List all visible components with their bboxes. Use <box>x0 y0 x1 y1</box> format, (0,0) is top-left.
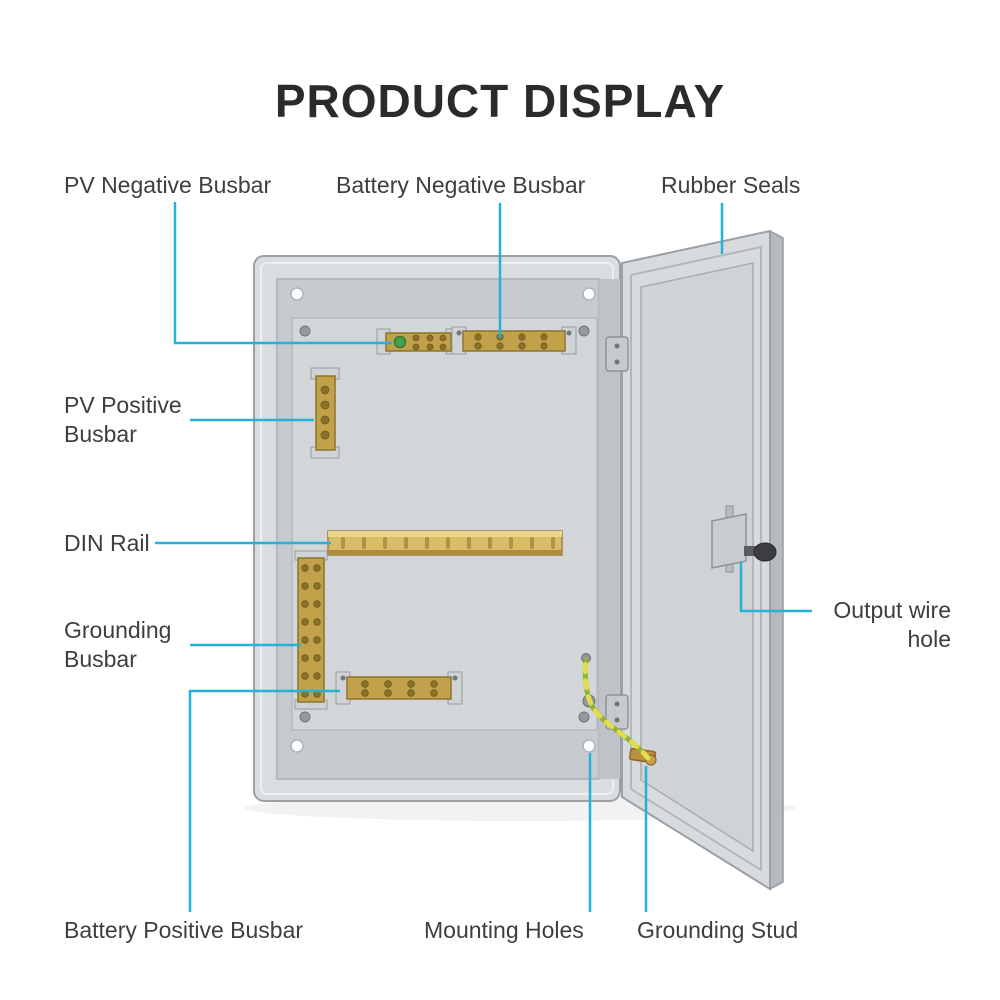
mounting-plate <box>291 317 598 731</box>
door-latch <box>711 505 777 573</box>
door-inner-panel <box>640 262 754 853</box>
label-battery-negative-busbar: Battery Negative Busbar <box>336 172 586 198</box>
busbar-pv-positive <box>310 367 340 459</box>
hinge-top <box>605 336 629 372</box>
leader-pv-negative <box>173 202 392 345</box>
ground-wire <box>581 653 651 761</box>
mounting-holes <box>290 287 596 753</box>
mounting-hole <box>582 739 596 753</box>
hinges <box>605 336 629 730</box>
plate-screws <box>299 325 590 723</box>
label-mounting-holes: Mounting Holes <box>424 917 584 943</box>
busbar-battery-positive <box>335 671 463 705</box>
door-rubber-seal-channel <box>630 245 762 872</box>
din-rail <box>327 530 563 556</box>
mounting-hole <box>290 739 304 753</box>
busbar-battery-negative <box>451 326 577 355</box>
busbar-pv-negative <box>376 328 460 355</box>
label-rubber-seals: Rubber Seals <box>661 172 801 198</box>
busbar-grounding <box>294 550 328 710</box>
label-battery-positive-busbar: Battery Positive Busbar <box>64 917 304 943</box>
leader-lines <box>155 202 812 912</box>
hinge-screws <box>614 343 620 723</box>
mounting-hole <box>290 287 304 301</box>
label-pv-negative-busbar: PV Negative Busbar <box>64 172 272 198</box>
leader-battery-positive <box>188 689 340 912</box>
mounting-hole <box>582 287 596 301</box>
latch-knob <box>753 542 777 562</box>
label-din-rail: DIN Rail <box>64 530 150 556</box>
label-grounding-busbar: Grounding Busbar <box>64 617 172 673</box>
label-output-wire-hole: Output wire hole <box>833 597 951 653</box>
green-ground-screw <box>393 335 407 349</box>
leader-output-wire-hole <box>739 562 812 613</box>
label-pv-positive-busbar: PV Positive Busbar <box>64 392 182 448</box>
cavity-right-wall <box>599 279 620 779</box>
door-thickness-edge <box>769 229 784 891</box>
page-title: PRODUCT DISPLAY <box>274 75 726 127</box>
label-grounding-stud: Grounding Stud <box>637 917 799 943</box>
